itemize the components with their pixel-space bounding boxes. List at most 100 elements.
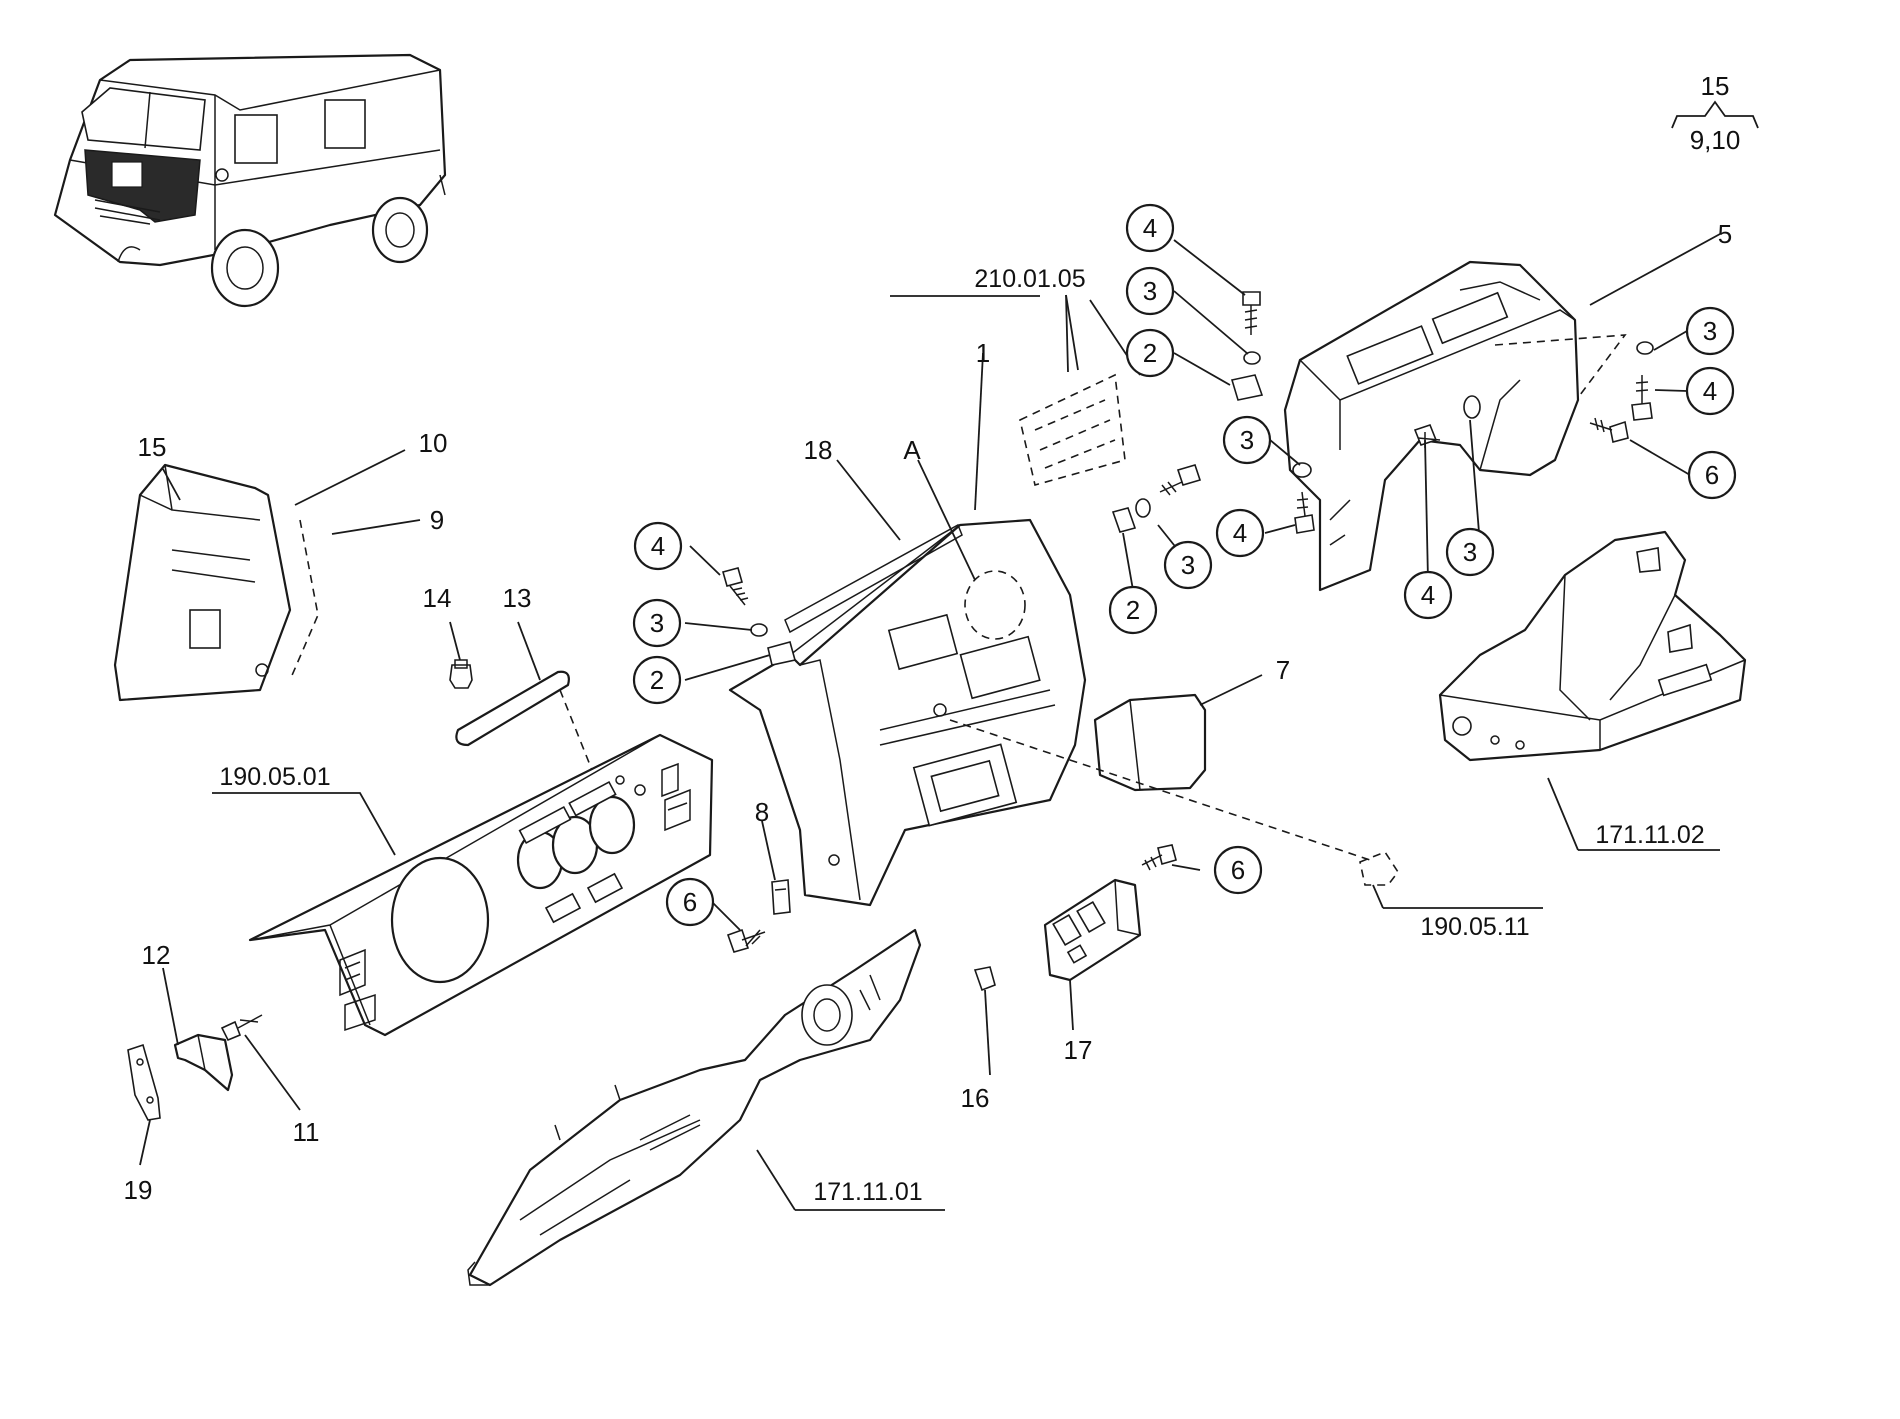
callout-circle: [1215, 508, 1265, 558]
bracket-8: [771, 879, 791, 915]
callout-label: 6: [1231, 855, 1245, 885]
callout-circle: [1213, 845, 1263, 895]
callout-circle: [633, 521, 683, 571]
callout-circle: [1125, 266, 1175, 316]
callout-label: 15: [138, 432, 167, 462]
callout-6: 6: [665, 877, 715, 927]
callout-label: 6: [1705, 460, 1719, 490]
callout-label: 4: [1143, 213, 1157, 243]
nut-2-center: [1111, 507, 1137, 533]
callout-label: 16: [961, 1083, 990, 1113]
callout-label: 14: [423, 583, 452, 613]
callout-circle: [632, 655, 682, 705]
legend-bottom-label: 9,10: [1690, 125, 1741, 155]
plate-19: [127, 1043, 161, 1121]
callout-6: 6: [1213, 845, 1263, 895]
washer-3-top: [1243, 351, 1261, 365]
callout-label: 4: [1421, 580, 1435, 610]
callout-4: 4: [1403, 570, 1453, 620]
ref-210-01-05: 210.01.05: [974, 265, 1085, 293]
legend-group: 15 9,10: [1671, 71, 1759, 155]
callout-2: 2: [1125, 328, 1175, 378]
callout-4: 4: [1215, 508, 1265, 558]
callout-label: 2: [1143, 338, 1157, 368]
cover-7: [949, 693, 1371, 861]
callout-circle: [1108, 585, 1158, 635]
washer-3-left: [750, 623, 768, 637]
callout-label: 3: [1143, 276, 1157, 306]
callout-label: 4: [651, 531, 665, 561]
callout-circle: [1125, 328, 1175, 378]
dashed-plate: [1019, 373, 1126, 486]
callout-3: 3: [632, 598, 682, 648]
screw-6-right: [1589, 417, 1629, 443]
washer-3-mid: [1292, 462, 1312, 478]
callout-2: 2: [1108, 585, 1158, 635]
clip-16: [973, 966, 996, 992]
callout-5: 5: [1718, 219, 1732, 249]
callout-9: 9: [430, 505, 444, 535]
callout-8: 8: [755, 797, 769, 827]
clip-11: [220, 1014, 263, 1042]
screw-4-mid: [1294, 491, 1315, 534]
legend-top-label: 15: [1701, 71, 1730, 101]
callout-4: 4: [1685, 366, 1735, 416]
callout-3: 3: [1685, 306, 1735, 356]
callout-circle: [1163, 540, 1213, 590]
side-panel-15: [113, 463, 319, 702]
small-part-190-05-11: [1359, 851, 1399, 886]
callout-label: 5: [1718, 219, 1732, 249]
callout-circle: [632, 598, 682, 648]
callout-label: 7: [1276, 655, 1290, 685]
callout-label: 18: [804, 435, 833, 465]
bracket-171-11-02: [1438, 530, 1747, 762]
callout-label: 1: [976, 338, 990, 368]
lower-trim-171-11-01: [467, 928, 922, 1287]
callout-10: 10: [419, 428, 448, 458]
callout-1: 1: [976, 338, 990, 368]
callout-4: 4: [1125, 203, 1175, 253]
bolt-4-center: [1159, 464, 1202, 496]
callout-18: 18: [804, 435, 833, 465]
callout-2: 2: [632, 655, 682, 705]
reference-labels: 210.01.05 190.05.01 171.11.02 190.05.11 …: [219, 265, 1704, 1206]
screw-6-switch: [1141, 844, 1177, 871]
callout-3: 3: [1445, 527, 1495, 577]
callout-label: 13: [503, 583, 532, 613]
ref-171-11-02: 171.11.02: [1595, 821, 1704, 849]
callout-circle: [1685, 306, 1735, 356]
callout-label: 12: [142, 940, 171, 970]
bracket-12: [173, 1033, 234, 1092]
callout-circle: [665, 877, 715, 927]
switch-panel-17: [1043, 878, 1142, 982]
ref-171-11-01: 171.11.01: [813, 1178, 922, 1206]
screw-4-top: [1242, 291, 1261, 335]
callout-12: 12: [142, 940, 171, 970]
ref-190-05-11: 190.05.11: [1420, 913, 1529, 941]
screw-4-right: [1631, 375, 1653, 421]
callout-11: 11: [293, 1117, 320, 1147]
callout-circle: [1685, 366, 1735, 416]
callout-14: 14: [423, 583, 452, 613]
callout-3: 3: [1163, 540, 1213, 590]
callout-19: 19: [124, 1175, 153, 1205]
callout-label: 3: [1463, 537, 1477, 567]
callout-label: 10: [419, 428, 448, 458]
callout-label: 3: [1703, 316, 1717, 346]
instrument-panel: [248, 733, 714, 1037]
rod-13: [455, 670, 599, 786]
callout-label: 19: [124, 1175, 153, 1205]
callout-label: 3: [1240, 425, 1254, 455]
callout-label: A: [903, 435, 921, 465]
callout-circle: [1125, 203, 1175, 253]
ref-190-05-01: 190.05.01: [219, 763, 330, 791]
callout-label: 2: [650, 665, 664, 695]
callout-circle: [1445, 527, 1495, 577]
callout-label: 17: [1064, 1035, 1093, 1065]
callout-3: 3: [1222, 415, 1272, 465]
callout-label: 4: [1233, 518, 1247, 548]
washer-3-housing: [1463, 395, 1481, 419]
callout-13: 13: [503, 583, 532, 613]
